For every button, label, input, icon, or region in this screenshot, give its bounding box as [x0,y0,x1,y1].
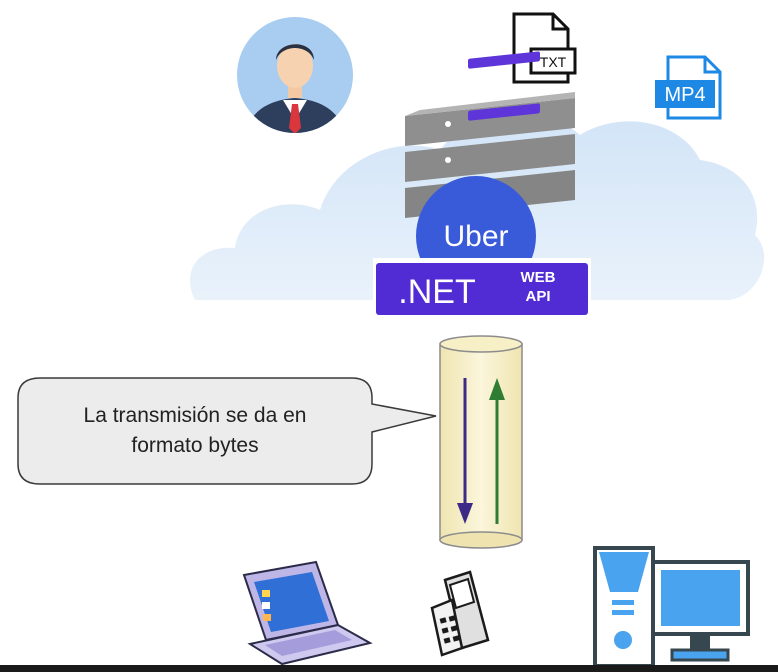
bubble-text: La transmisión se da en formato bytes [40,401,350,461]
net-framework-label: .NET [398,273,475,311]
speech-bubble [17,377,437,485]
laptop-icon [242,560,373,666]
bottom-bar [0,665,778,672]
up-arrow [489,378,505,524]
web-label: WEB [521,269,556,286]
uber-brand-label: Uber [443,220,508,253]
api-label: API [525,288,550,305]
txt-file-label: TXT [540,54,567,70]
down-arrow [457,378,473,524]
txt-file-icon [512,12,577,84]
net-badge [376,263,588,315]
mp4-file-label: MP4 [664,84,705,106]
mp4-file-icon [655,55,722,120]
user-avatar-icon [237,17,353,133]
bubble-line-2: formato bytes [131,434,259,457]
bubble-line-1: La transmisión se da en [83,404,307,427]
mobile-device-icon [430,570,490,657]
data-pipe [439,335,523,549]
desktop-computer-icon [593,546,750,668]
